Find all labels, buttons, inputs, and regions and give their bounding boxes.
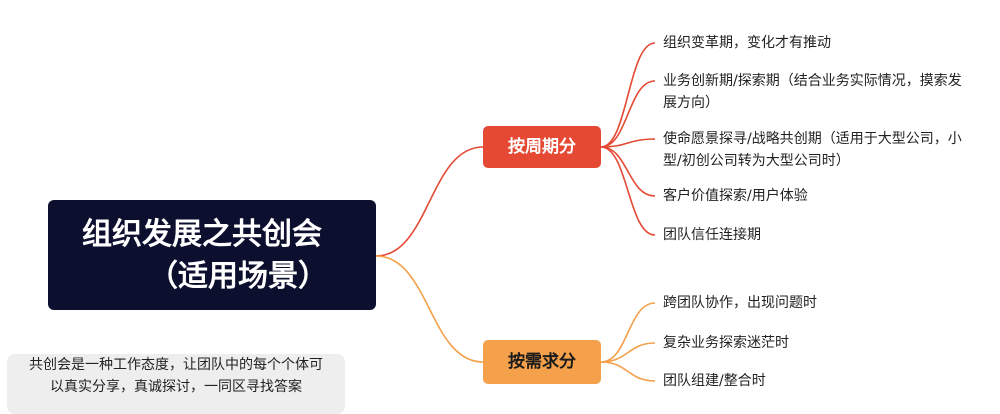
edge-period-leaf-0 — [600, 42, 656, 148]
edge-need-leaf-0 — [600, 302, 656, 363]
leaf-business-innovation: 业务创新期/探索期（结合业务实际情况，摸索发 展方向） — [663, 73, 962, 111]
note-box: 共创会是一种工作态度，让团队中的每个个体可 以真实分享，真诚探讨，一同区寻找答案 — [7, 354, 345, 414]
edge-root-to-period — [375, 146, 484, 257]
root-edges — [375, 146, 484, 363]
edge-period-leaf-3 — [600, 146, 656, 197]
leaf-org-change: 组织变革期，变化才有推动 — [663, 35, 831, 51]
leaf-customer-value: 客户价值探索/用户体验 — [663, 188, 808, 204]
branch-by-need: 按需求分 — [483, 340, 601, 384]
connector-lines — [375, 42, 656, 382]
edge-period-leaf-1 — [600, 80, 656, 148]
leaf-team-trust: 团队信任连接期 — [663, 227, 761, 243]
edge-period-leaf-4 — [600, 146, 656, 236]
edge-need-leaf-1 — [600, 342, 656, 363]
leaf-mission-vision: 使命愿景探寻/战略共创期（适用于大型公司，小 型/初创公司转为大型公司时） — [663, 131, 962, 169]
leaf-complex-business: 复杂业务探索迷茫时 — [663, 335, 789, 351]
root-node: 组织发展之共创会 （适用场景） — [48, 200, 376, 310]
edge-root-to-need — [375, 255, 484, 363]
leaf-team-forming: 团队组建/整合时 — [663, 373, 766, 389]
leaf-edges — [600, 42, 656, 382]
edge-period-leaf-2 — [600, 138, 656, 148]
root-subtitle: （适用场景） — [148, 259, 328, 294]
root-title: 组织发展之共创会 — [82, 217, 322, 252]
edge-need-leaf-2 — [600, 361, 656, 382]
leaf-cross-team: 跨团队协作，出现问题时 — [663, 295, 817, 311]
branch-by-period: 按周期分 — [483, 126, 601, 168]
